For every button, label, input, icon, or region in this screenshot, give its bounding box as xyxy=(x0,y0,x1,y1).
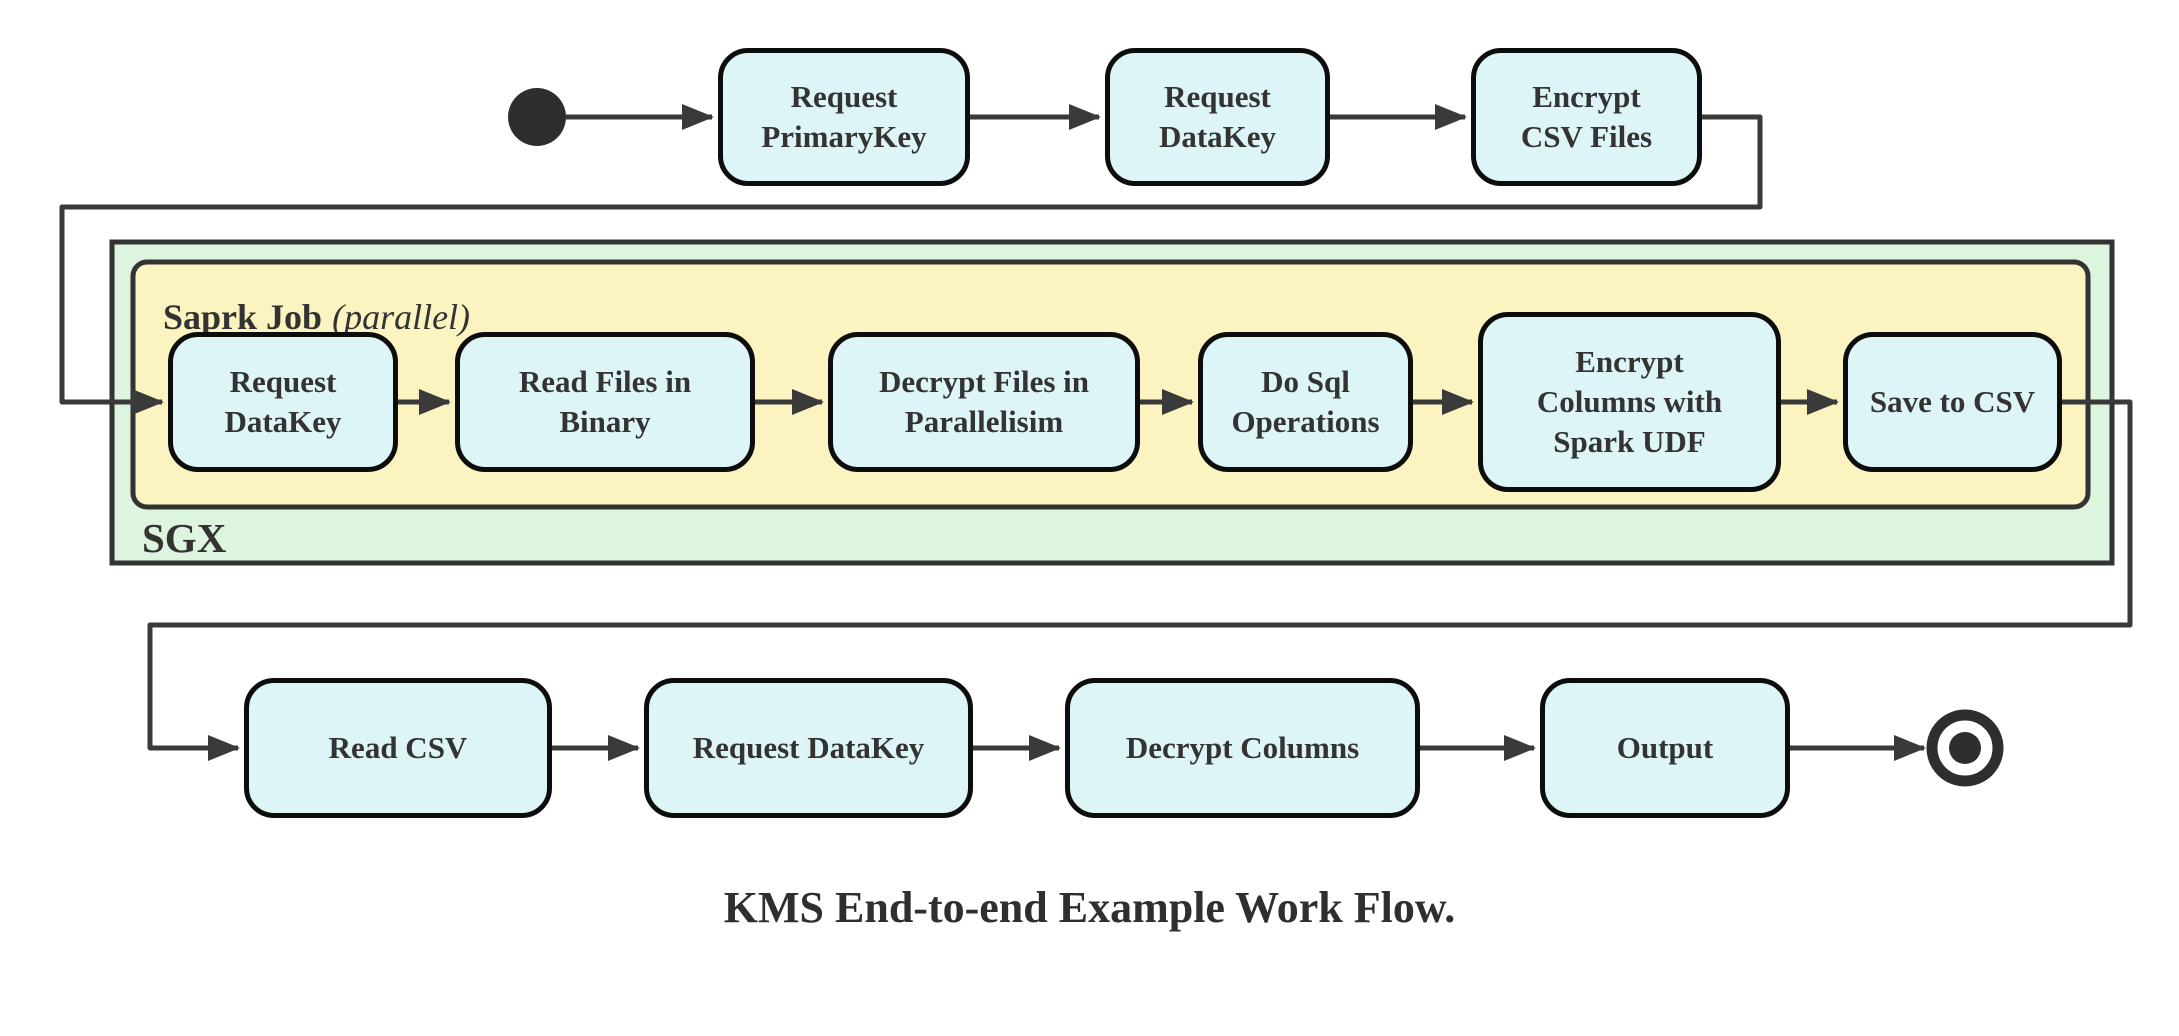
node-decrypt-columns: Decrypt Columns xyxy=(1065,678,1420,818)
node-request-primarykey: Request PrimaryKey xyxy=(718,48,970,186)
node-encrypt-columns-with-spark-udf: Encrypt Columns with Spark UDF xyxy=(1478,312,1781,492)
node-output: Output xyxy=(1540,678,1790,818)
edge-encrypt-csv-to-sgx-request-datakey xyxy=(59,114,1763,415)
spark-job-container-label: Saprk Job(parallel) xyxy=(163,296,470,338)
node-decrypt-files-in-parallelisim: Decrypt Files in Parallelisim xyxy=(828,332,1140,472)
node-save-to-csv: Save to CSV xyxy=(1843,332,2062,472)
sgx-container-label: SGX xyxy=(142,515,227,561)
spark-job-label-text: Saprk Job xyxy=(163,297,323,337)
node-request-datakey-bottom: Request DataKey xyxy=(644,678,973,818)
spark-job-parallel-text: (parallel) xyxy=(332,297,471,337)
end-node xyxy=(1926,709,2004,787)
node-sgx-request-datakey: Request DataKey xyxy=(168,332,398,472)
diagram-caption: KMS End-to-end Example Work Flow. xyxy=(723,883,1456,932)
node-request-datakey-top: Request DataKey xyxy=(1105,48,1330,186)
node-read-csv: Read CSV xyxy=(244,678,552,818)
node-encrypt-csv-files: Encrypt CSV Files xyxy=(1471,48,1702,186)
node-do-sql-operations: Do Sql Operations xyxy=(1198,332,1413,472)
node-read-files-in-binary: Read Files in Binary xyxy=(455,332,755,472)
edge-save-csv-to-read-csv xyxy=(147,399,2133,761)
start-node xyxy=(508,88,566,146)
